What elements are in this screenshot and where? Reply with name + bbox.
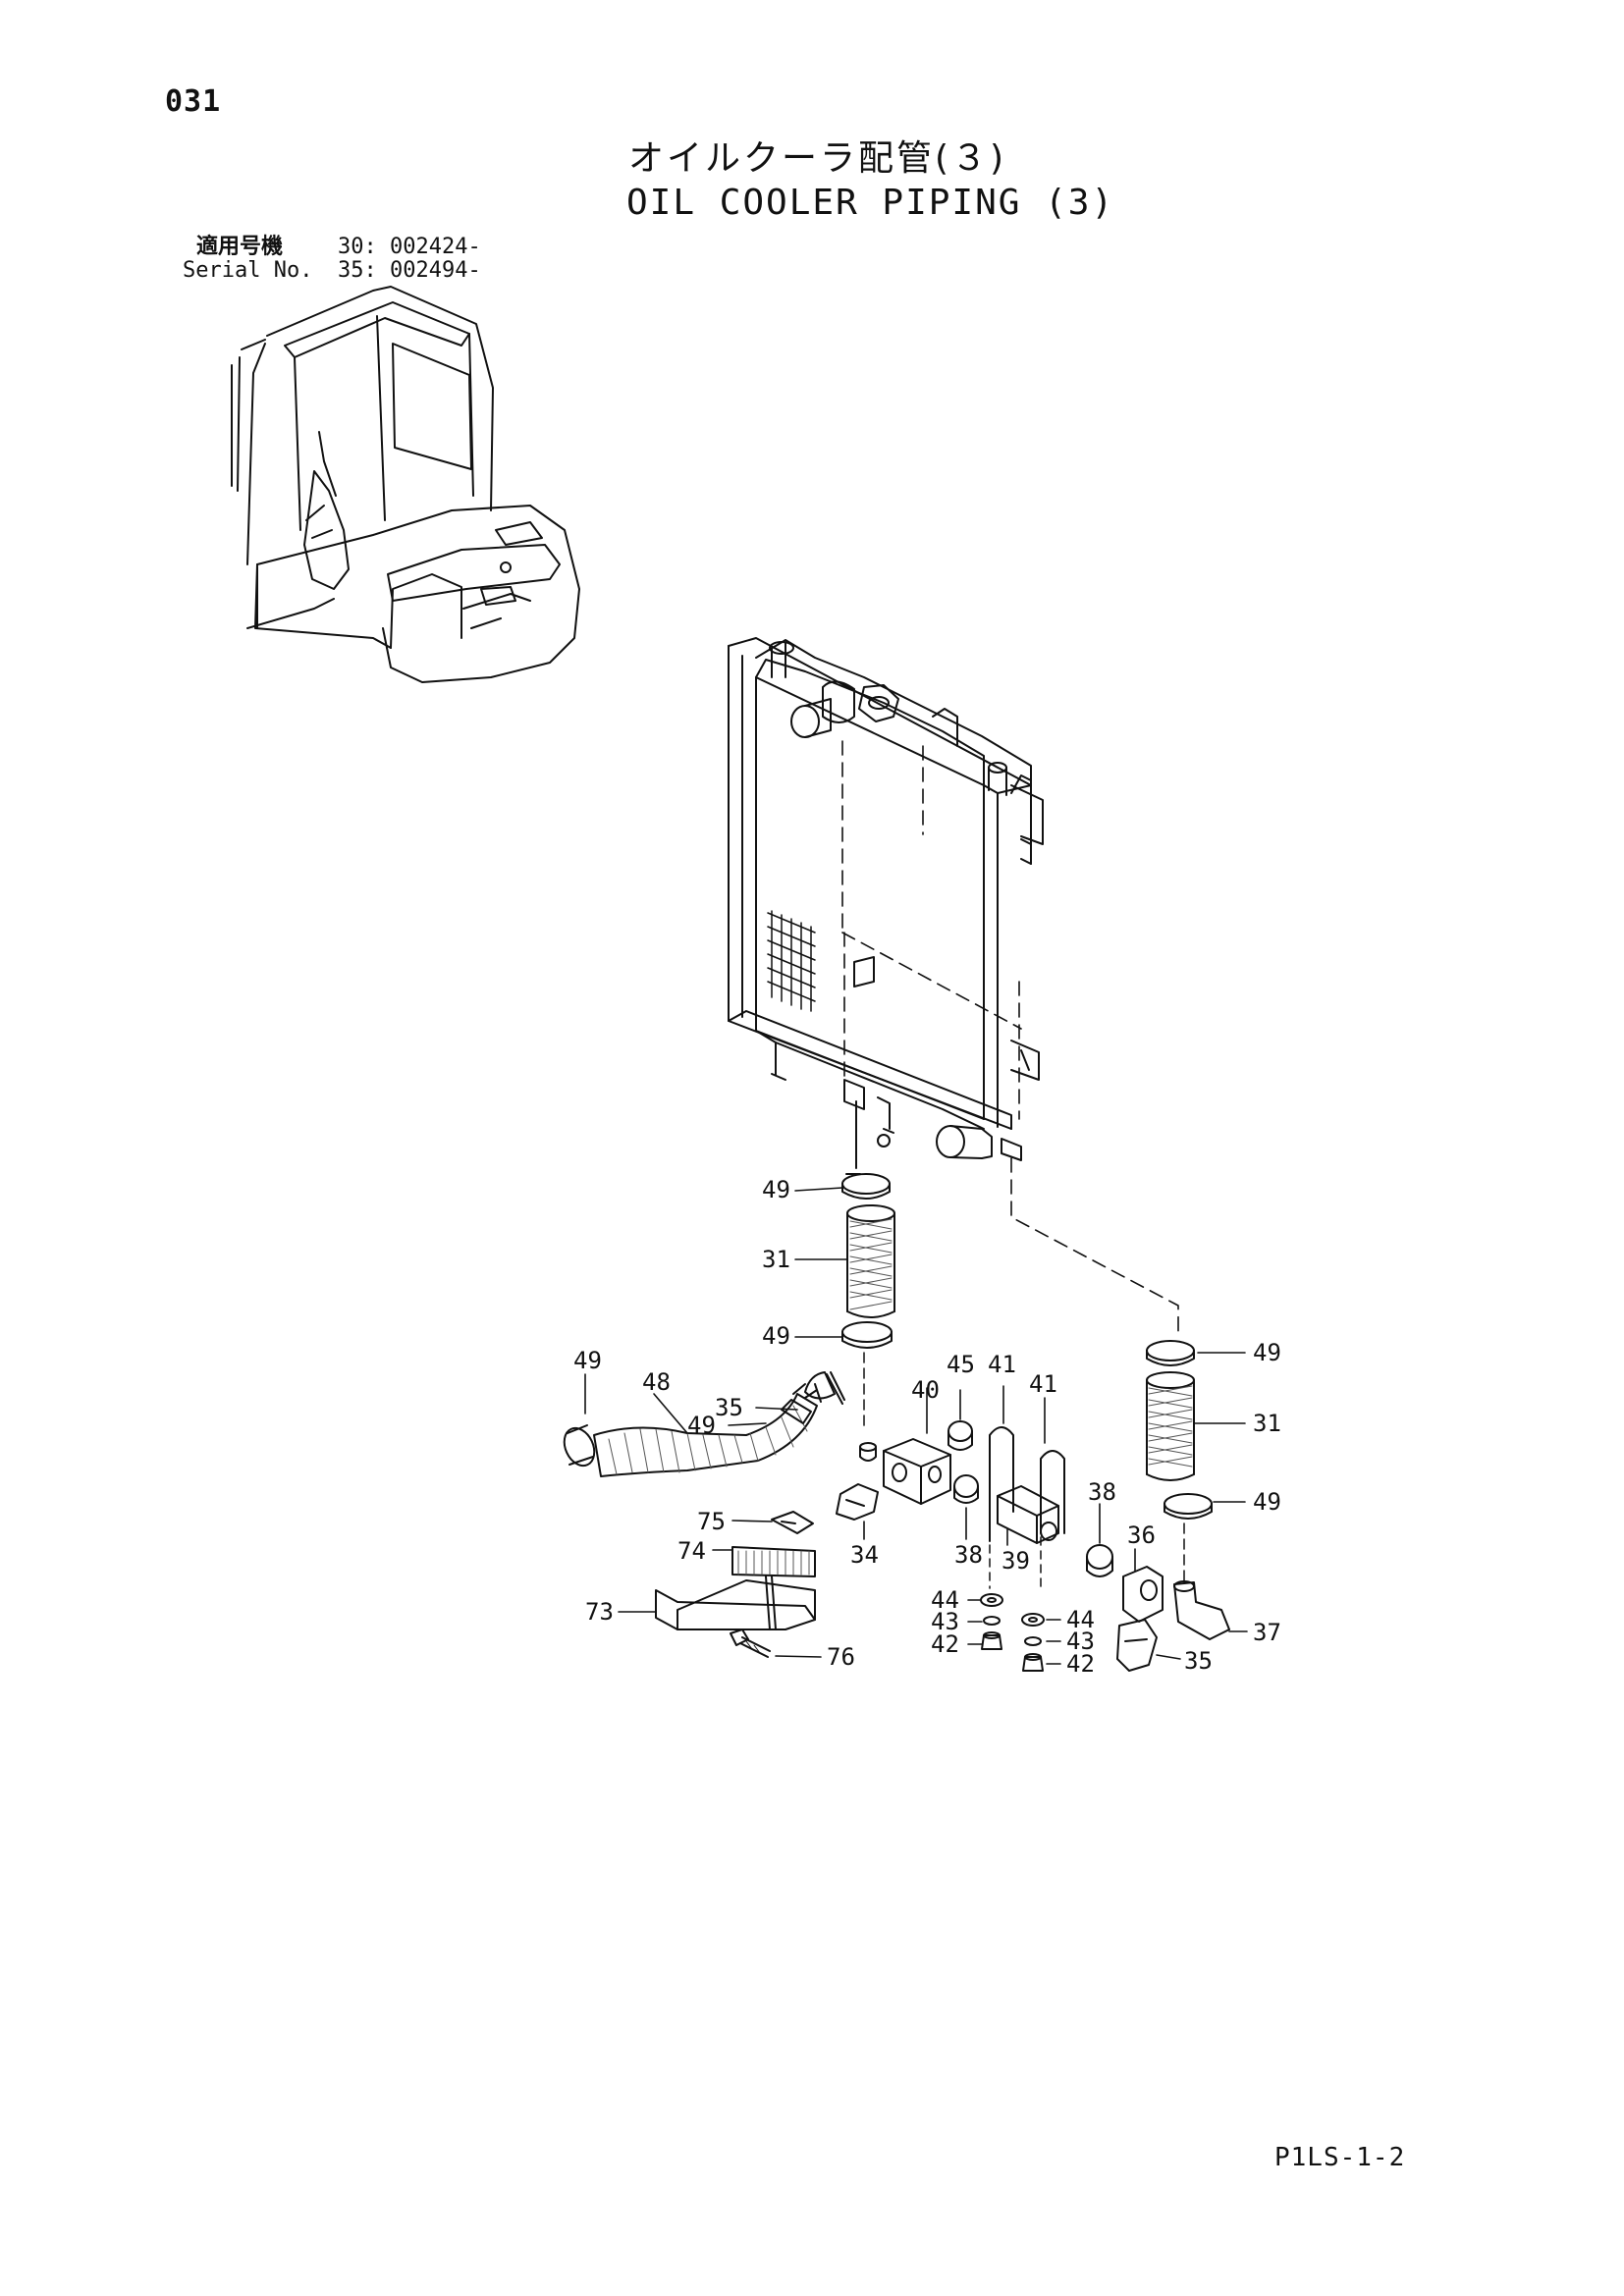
callout-42-left: 42 — [931, 1630, 959, 1658]
callout-numbers: 49 31 49 49 48 35 49 40 45 41 41 49 31 4… — [573, 1176, 1281, 1678]
callout-39: 39 — [1001, 1547, 1030, 1575]
callout-41-right: 41 — [1029, 1370, 1057, 1398]
page-title-japanese: オイルクーラ配管(３) — [628, 138, 1007, 179]
callout-75: 75 — [697, 1508, 726, 1535]
elbow-35-upper — [804, 1371, 845, 1405]
callout-35-upper: 35 — [715, 1394, 743, 1421]
washers-and-nuts — [980, 1593, 1045, 1672]
right-hose-stack — [1146, 1340, 1213, 1581]
callout-49-top-left: 49 — [762, 1176, 790, 1203]
excavator-cab-thumbnail — [231, 286, 580, 683]
callout-34: 34 — [850, 1541, 879, 1569]
callout-49-mid-left: 49 — [762, 1322, 790, 1350]
callout-41-left: 41 — [988, 1351, 1016, 1378]
callout-49-bottom-right: 49 — [1253, 1488, 1281, 1516]
callout-44-left: 44 — [931, 1586, 959, 1614]
callout-31-left: 31 — [762, 1246, 790, 1273]
serial-value-30: 30: 002424- — [338, 235, 481, 259]
page-title-english: OIL COOLER PIPING (3) — [626, 183, 1115, 223]
footer-page-code: P1LS-1-2 — [1274, 2143, 1406, 2172]
callout-76: 76 — [827, 1643, 855, 1671]
left-hose-stack — [841, 1173, 895, 1432]
serial-label-japanese: 適用号機 — [196, 235, 284, 259]
callout-37: 37 — [1253, 1619, 1281, 1646]
serial-label-english: Serial No. — [183, 258, 313, 283]
callout-40: 40 — [911, 1376, 940, 1404]
page-number: 031 — [165, 84, 222, 119]
bracket-assembly — [655, 1511, 816, 1658]
callout-49-far-left: 49 — [573, 1347, 602, 1374]
hose-48 — [563, 1383, 818, 1477]
block-40 — [836, 1420, 979, 1521]
callout-73: 73 — [585, 1598, 614, 1626]
callout-48: 48 — [642, 1368, 671, 1396]
callout-49-hose: 49 — [687, 1412, 716, 1439]
pipe-39 — [997, 1485, 1230, 1672]
callout-38-left: 38 — [954, 1541, 983, 1569]
callout-31-right: 31 — [1253, 1410, 1281, 1437]
u-bolts-41 — [989, 1426, 1065, 1591]
serial-value-35: 35: 002494- — [338, 258, 481, 283]
callout-45: 45 — [947, 1351, 975, 1378]
callout-49-top-right: 49 — [1253, 1339, 1281, 1366]
radiator-assembly — [728, 637, 1179, 1334]
callout-35-lower: 35 — [1184, 1647, 1213, 1675]
callout-43-left: 43 — [931, 1608, 959, 1635]
callout-44-right: 44 — [1066, 1606, 1095, 1633]
callout-74: 74 — [677, 1537, 706, 1565]
callout-42-right: 42 — [1066, 1650, 1095, 1678]
callout-43-right: 43 — [1066, 1628, 1095, 1655]
callout-leaders — [584, 1187, 1248, 1665]
callout-38-right: 38 — [1088, 1478, 1116, 1506]
callout-36: 36 — [1127, 1522, 1156, 1549]
